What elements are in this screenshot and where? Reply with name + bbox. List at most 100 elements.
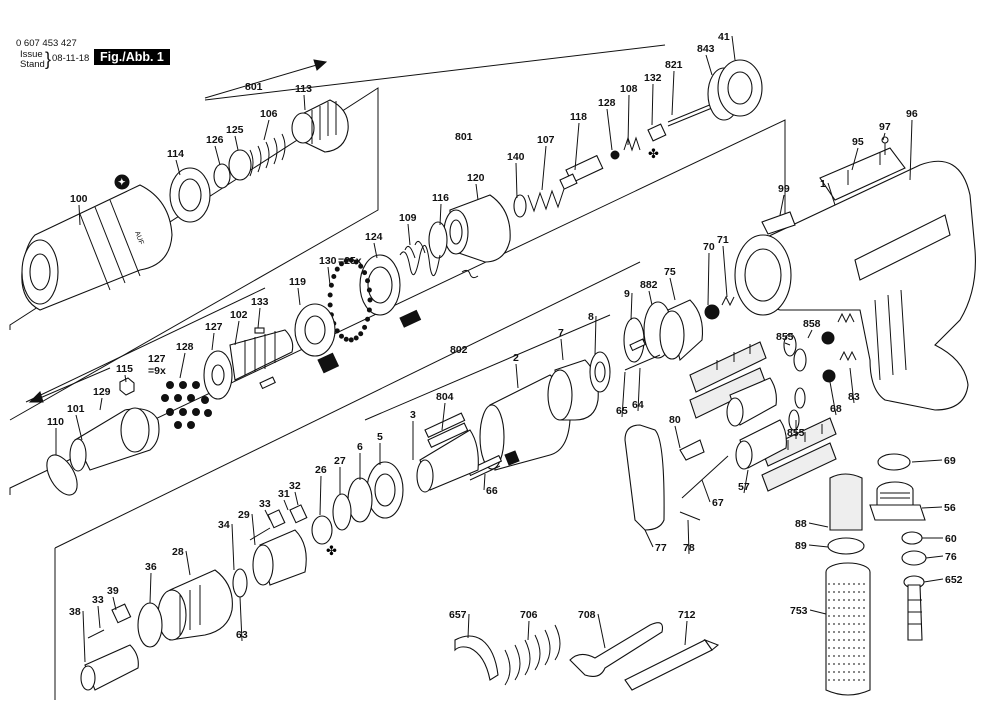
part-callouts: 1001141261251061138018011401071181281081…: [47, 31, 963, 663]
leader-line: [407, 223, 411, 246]
callout-part-802: 802: [450, 344, 468, 356]
callout-part-126: 126: [206, 134, 224, 146]
callout-part-106: 106: [260, 108, 278, 120]
callout-part-3: 3: [410, 409, 416, 421]
callout-part-652: 652: [945, 574, 963, 586]
part-114-nut: [169, 167, 211, 223]
leader-line: [179, 352, 186, 379]
part-66-pin: [469, 465, 501, 481]
callout-part-36: 36: [145, 561, 157, 573]
callout-part-83: 83: [848, 391, 860, 403]
callout-part-120: 120: [467, 172, 485, 184]
issue-date: 08-11-18: [52, 53, 90, 64]
header-brace: }: [45, 49, 52, 69]
upper-bracket-line: [204, 44, 666, 101]
leader-line: [808, 544, 829, 548]
callout-part-6: 6: [357, 441, 363, 453]
callout-part-29: 29: [238, 509, 250, 521]
parts-70-71: [704, 295, 735, 320]
callout-part-124: 124: [365, 231, 383, 243]
leader-line: [185, 550, 191, 576]
part-36-ring: [137, 602, 163, 648]
ball: [166, 408, 174, 416]
leader-line: [99, 397, 103, 411]
leader-line: [234, 135, 239, 151]
callout-part-67: 67: [712, 497, 724, 509]
direction-arrows: [28, 59, 328, 403]
callout-part-28: 28: [172, 546, 184, 558]
callout-part-801b: 801: [455, 131, 473, 143]
leader-line: [707, 252, 710, 306]
callout-part-39: 39: [107, 585, 119, 597]
leader-line: [644, 529, 654, 548]
leader-line: [684, 620, 688, 646]
callout-part-127b: 127: [148, 353, 166, 365]
callout-part-127q: =9x: [148, 365, 166, 377]
leader-line: [264, 509, 271, 521]
callout-part-71: 71: [717, 234, 729, 246]
part-652-nipple: [903, 575, 925, 641]
leader-line: [560, 338, 564, 361]
part-77-lever: [624, 424, 665, 531]
leader-line: [234, 320, 240, 346]
ball: [348, 257, 354, 263]
leader-line: [483, 473, 486, 491]
figure-label: Fig./Abb. 1: [94, 49, 170, 65]
part-753-silencer: [825, 562, 871, 696]
ball: [174, 394, 182, 402]
callout-part-9: 9: [624, 288, 630, 300]
part-118-valve: [559, 154, 604, 190]
leader-line: [124, 374, 127, 383]
part-100-collar: AUF ✦: [21, 174, 173, 311]
arrow-right-icon: [313, 59, 328, 71]
callout-part-858: 858: [803, 318, 821, 330]
stand-label: Stand: [20, 59, 45, 70]
part-107-spring: [527, 188, 565, 213]
parts-843-41-bearing: [707, 59, 763, 121]
callout-part-133: 133: [251, 296, 269, 308]
leader-line: [597, 613, 606, 649]
leader-line: [297, 287, 301, 306]
callout-part-56: 56: [944, 502, 956, 514]
callout-part-843: 843: [697, 43, 715, 55]
ball: [367, 297, 373, 303]
ball: [166, 381, 174, 389]
callout-part-114: 114: [167, 148, 184, 160]
callout-part-97: 97: [879, 121, 891, 133]
leader-line: [671, 70, 675, 116]
ball: [179, 381, 187, 389]
collar-marking: AUF: [133, 230, 144, 246]
callout-part-75: 75: [664, 266, 676, 278]
callout-part-69: 69: [944, 455, 956, 467]
callout-part-855a: 855: [776, 331, 794, 343]
callout-part-804: 804: [436, 391, 454, 403]
leader-line: [743, 469, 749, 494]
part-120-housing: [443, 194, 511, 263]
callout-part-60: 60: [945, 533, 957, 545]
leader-line: [809, 609, 827, 615]
parts-80-57-valves: [679, 377, 787, 470]
ball: [187, 421, 195, 429]
leader-line: [808, 522, 829, 528]
ball: [338, 333, 344, 339]
parts-65-64: [624, 338, 661, 371]
ball: [366, 307, 372, 313]
ball: [161, 394, 169, 402]
callout-part-657: 657: [449, 609, 467, 621]
ball: [365, 278, 371, 284]
part-3-rotor: [416, 429, 479, 493]
callout-part-5: 5: [377, 431, 383, 443]
part-29-carrier: [252, 529, 307, 586]
leader-line: [827, 182, 836, 206]
ball: [327, 302, 333, 308]
ball: [362, 324, 368, 330]
frame-lines: [9, 44, 786, 700]
leader-line: [319, 475, 322, 516]
callout-part-130: 130: [319, 255, 337, 267]
callout-part-119: 119: [289, 276, 306, 288]
callout-part-125: 125: [226, 124, 244, 136]
leader-line: [475, 183, 479, 201]
callout-part-101: 101: [67, 403, 85, 415]
ball: [187, 394, 195, 402]
callout-part-96: 96: [906, 108, 918, 120]
